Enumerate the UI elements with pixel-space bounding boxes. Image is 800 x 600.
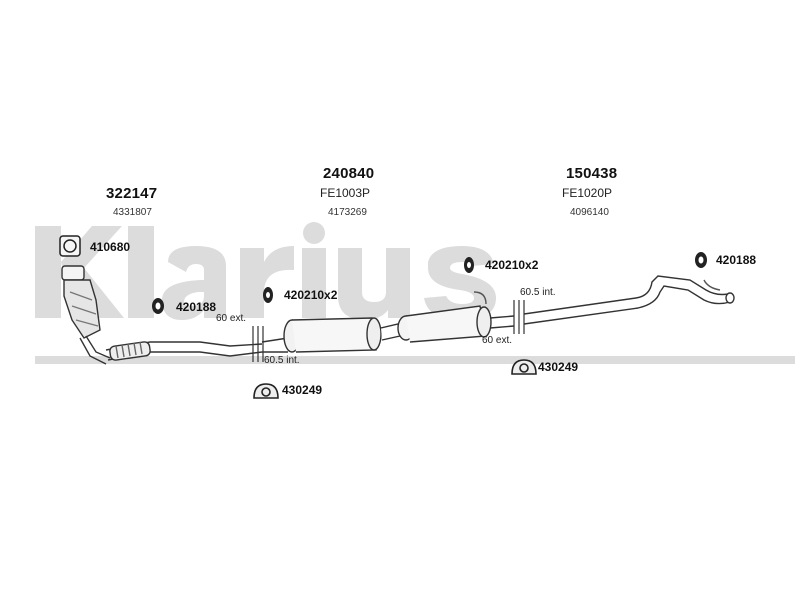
dimension-left-int: 60.5 int. xyxy=(264,355,300,366)
part-number-rear: 150438 xyxy=(566,165,618,182)
label-clamp-left: 430249 xyxy=(282,383,323,397)
dimension-right-ext: 60 ext. xyxy=(482,335,513,346)
front-pipe xyxy=(105,341,263,361)
clamp-icon xyxy=(253,359,537,399)
part-number-cat: 322147 xyxy=(106,185,158,202)
label-clamp-right: 430249 xyxy=(538,360,579,374)
dimension-right-int: 60.5 int. xyxy=(520,287,556,298)
rubber-mount-icon xyxy=(263,257,474,303)
ref-number-rear: FE1020P xyxy=(562,186,613,200)
part-number-mid: 240840 xyxy=(323,165,375,182)
gasket-icon xyxy=(59,235,81,257)
oe-number-mid: 4173269 xyxy=(328,207,367,218)
ref-number-mid: FE1003P xyxy=(320,186,371,200)
label-gasket: 410680 xyxy=(90,240,131,254)
tail-pipe xyxy=(523,275,735,325)
oe-number-rear: 4096140 xyxy=(570,207,609,218)
label-hanger-left: 420188 xyxy=(176,300,217,314)
hanger-icon xyxy=(152,252,707,314)
dimension-left-ext: 60 ext. xyxy=(216,313,247,324)
middle-silencer xyxy=(261,291,515,353)
oe-number-cat: 4331807 xyxy=(113,207,152,218)
label-hanger-rear: 420188 xyxy=(716,253,757,267)
label-rubber-mid: 420210x2 xyxy=(284,288,338,302)
catalytic-converter xyxy=(61,265,111,365)
label-rubber-right: 420210x2 xyxy=(485,258,539,272)
joint-marks xyxy=(252,300,525,362)
